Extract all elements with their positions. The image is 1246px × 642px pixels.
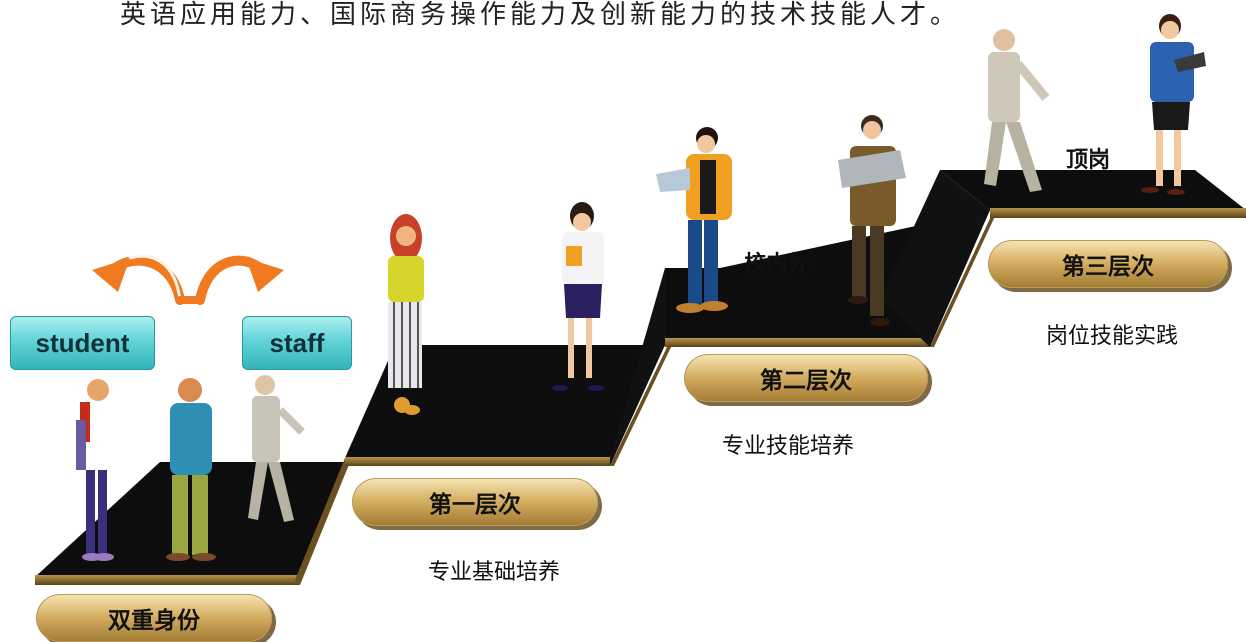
badge-level2: 第二层次	[684, 354, 928, 402]
staff-figure-level1	[552, 202, 604, 391]
step-level1-edge	[345, 457, 610, 466]
step-level3	[940, 170, 1246, 210]
student-figure	[166, 378, 216, 561]
riser-1	[295, 458, 350, 585]
step-level1	[345, 345, 665, 458]
exchange-arrow-icon	[92, 254, 284, 305]
badge-dual-identity: 双重身份	[36, 594, 272, 642]
staircase	[35, 170, 1246, 585]
student-label: student	[10, 316, 155, 370]
step-level2-edge	[665, 338, 930, 347]
student-figure-level2	[656, 127, 732, 313]
staff-label: staff	[242, 316, 352, 370]
riser-3	[880, 170, 990, 347]
riser-2-edge	[610, 345, 672, 466]
riser-2	[610, 268, 665, 466]
caption-level1: 专业基础培养	[428, 560, 561, 585]
student-figure-level3	[1141, 14, 1206, 195]
step-label-level2: 校内外	[744, 252, 811, 277]
step-level3-edge	[990, 208, 1246, 218]
staff-figure-level3	[984, 29, 1050, 192]
step-base-edge	[35, 575, 300, 585]
badge-level3: 第三层次	[988, 240, 1228, 288]
student-figure	[76, 379, 114, 561]
staff-figure-level2	[838, 115, 906, 326]
student-figure-level1	[388, 214, 424, 415]
staff-figure	[248, 375, 305, 522]
step-label-level3: 顶岗	[1066, 148, 1111, 173]
caption-level2: 专业技能培养	[722, 434, 855, 459]
caption-level3: 岗位技能实践	[1046, 324, 1179, 349]
intro-text: 英语应用能力、国际商务操作能力及创新能力的技术技能人才。	[120, 0, 961, 30]
badge-level1: 第一层次	[352, 478, 598, 526]
riser-3-edge	[930, 212, 997, 347]
